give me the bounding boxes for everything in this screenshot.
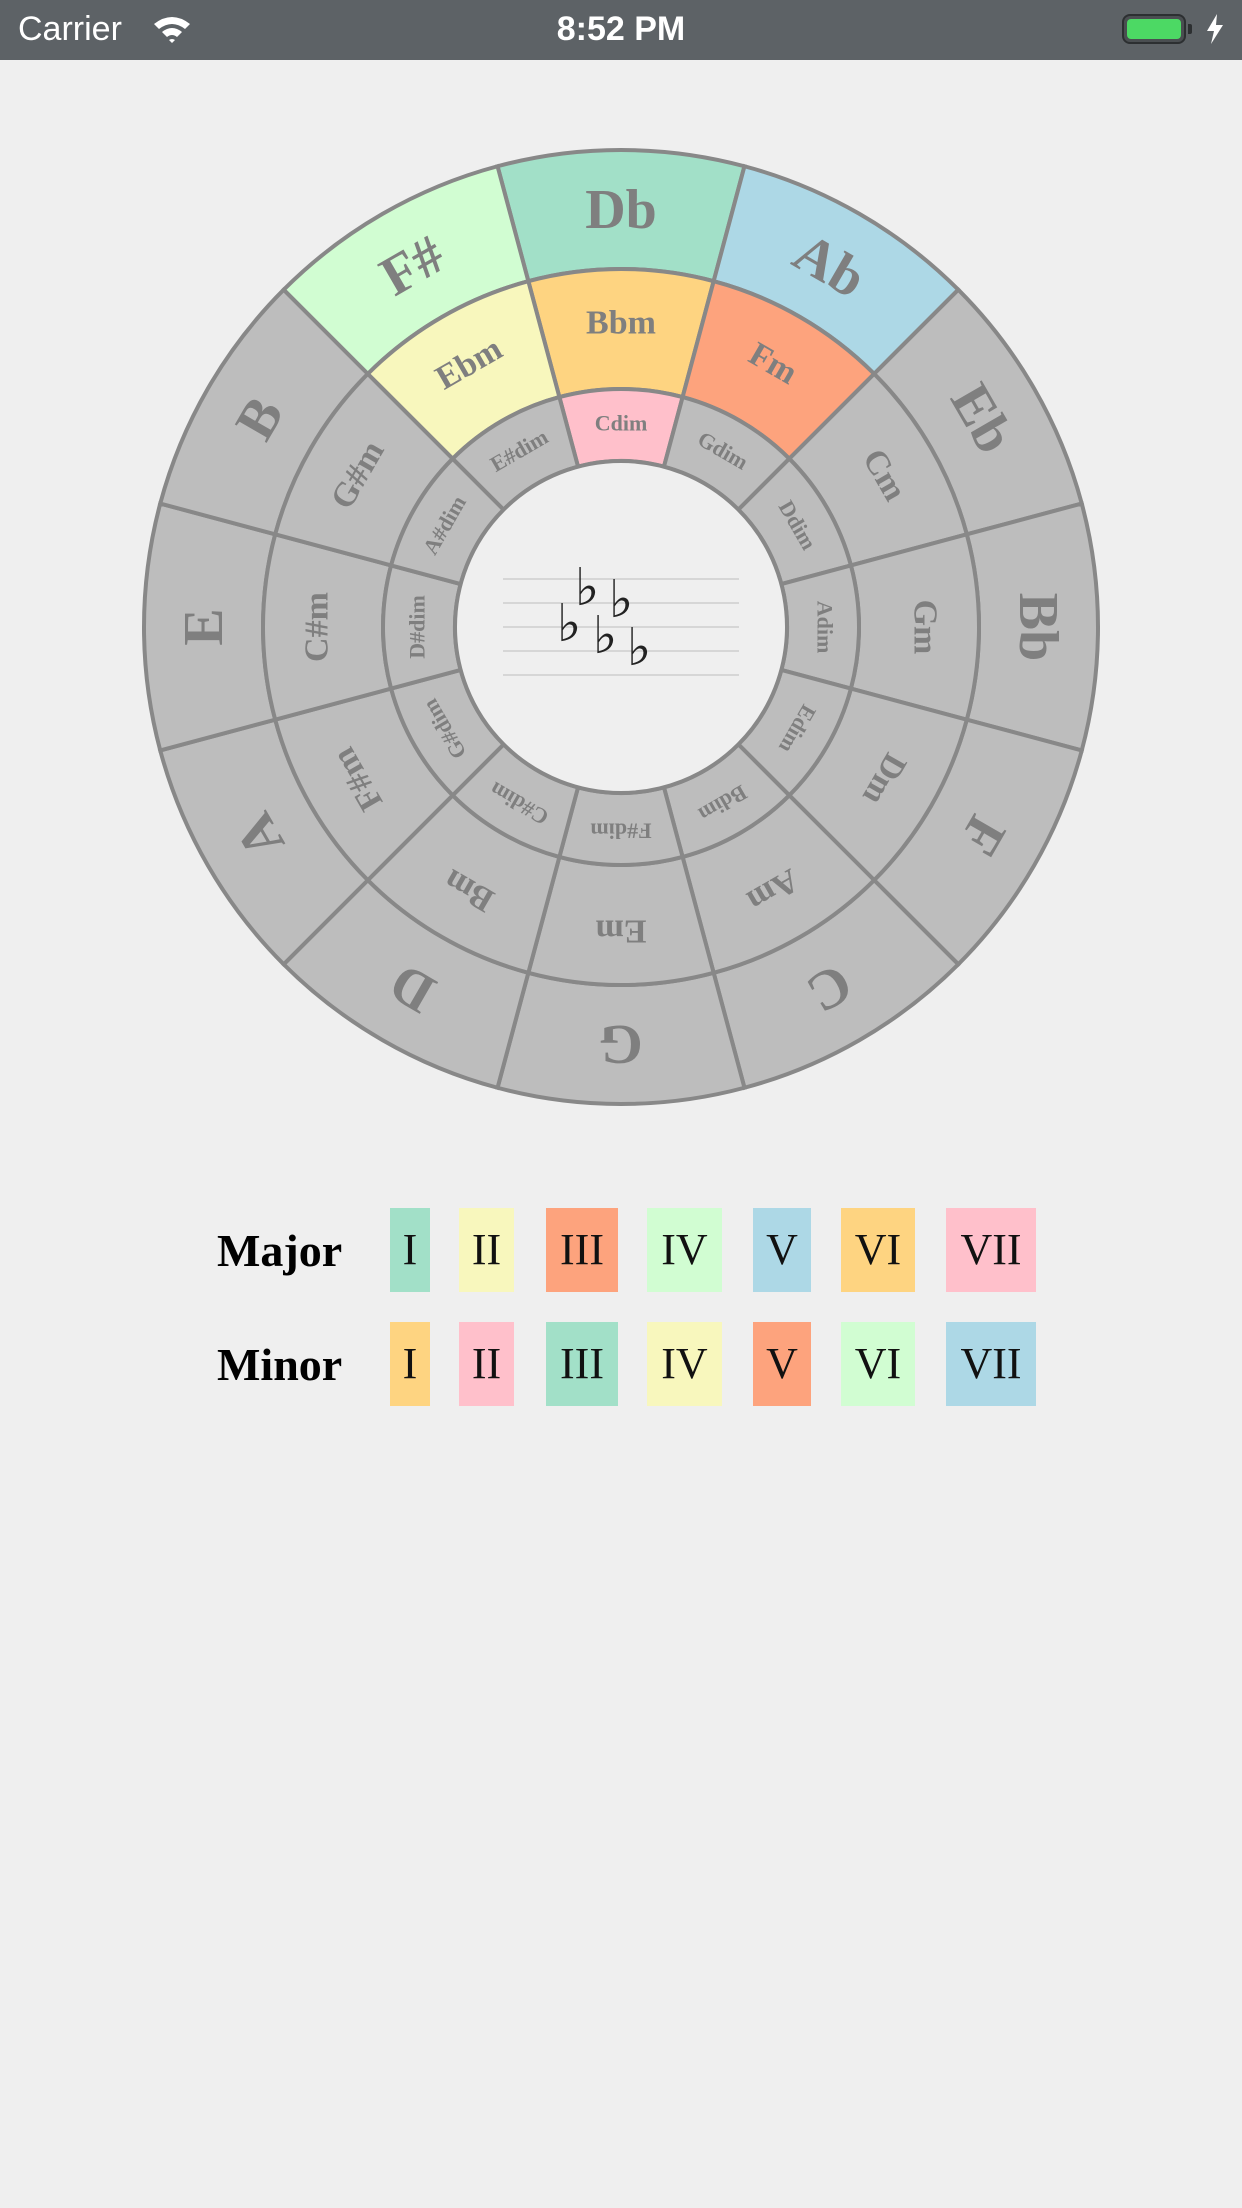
label-major-bb: Bb xyxy=(1007,593,1069,662)
flat-symbol: ♭ xyxy=(593,606,618,666)
major-label: Major xyxy=(217,1225,343,1276)
flat-symbol: ♭ xyxy=(575,558,600,618)
minor-degree-iii: III xyxy=(546,1322,618,1406)
major-degree-v: V xyxy=(753,1208,811,1292)
minor-degree-vi: VI xyxy=(841,1322,915,1406)
minor-label: Minor xyxy=(217,1339,343,1390)
clock: 8:52 PM xyxy=(556,10,686,48)
major-degree-iv: IV xyxy=(647,1208,722,1292)
major-degree-vi: VI xyxy=(841,1208,915,1292)
major-degree-i: I xyxy=(390,1208,430,1292)
major-degree-ii: II xyxy=(459,1208,514,1292)
wifi-icon xyxy=(154,17,190,43)
minor-degree-i: I xyxy=(390,1322,430,1406)
minor-degree-ii: II xyxy=(459,1322,514,1406)
minor-degree-vii: VII xyxy=(946,1322,1036,1406)
flat-symbol: ♭ xyxy=(627,618,652,678)
circle-of-fifths[interactable]: DbAbEbBbFCGDAEBF#BbmFmCmGmDmAmEmBmF#mC#m… xyxy=(0,60,1242,1140)
label-dim-cdim: Cdim xyxy=(595,411,648,436)
minor-degree-iv: IV xyxy=(647,1322,722,1406)
major-degree-vii: VII xyxy=(946,1208,1036,1292)
label-minor-em: Em xyxy=(596,913,647,950)
label-major-g: G xyxy=(599,1013,643,1075)
flat-symbol: ♭ xyxy=(557,594,582,654)
label-dim-adim: Adim xyxy=(813,601,838,654)
label-minor-gm: Gm xyxy=(907,600,944,655)
label-major-db: Db xyxy=(585,179,657,241)
major-degree-iii: III xyxy=(546,1208,618,1292)
label-minor-bbm: Bbm xyxy=(586,305,656,342)
battery-tip xyxy=(1188,24,1192,34)
flat-symbol: ♭ xyxy=(609,570,634,630)
status-bar: Carrier 8:52 PM xyxy=(0,0,1242,60)
label-minor-c-sharpm: C#m xyxy=(299,592,336,662)
battery-icon xyxy=(1122,14,1186,44)
label-dim-f-sharpdim: F#dim xyxy=(590,819,651,844)
carrier-label: Carrier xyxy=(18,10,122,48)
label-major-e: E xyxy=(173,608,235,645)
charging-bolt-icon xyxy=(1207,14,1223,44)
label-dim-d-sharpdim: D#dim xyxy=(405,595,430,659)
minor-degree-v: V xyxy=(753,1322,811,1406)
